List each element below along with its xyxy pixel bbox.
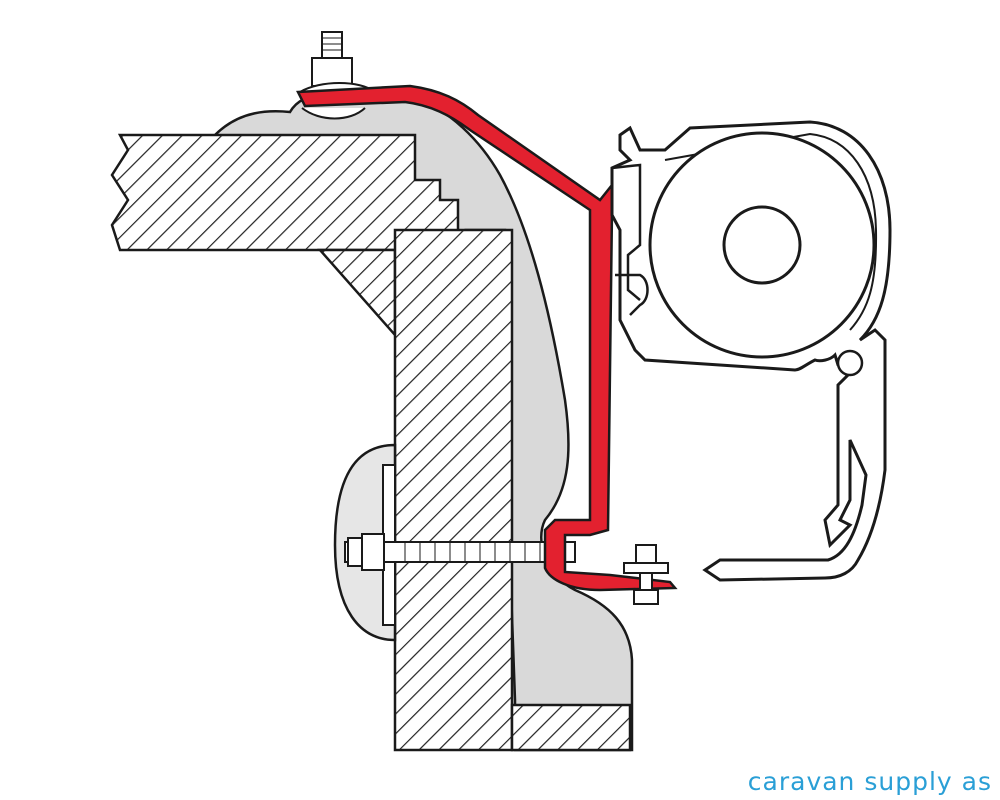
watermark-logo: caravan supply as [747, 767, 992, 796]
case-clip-lower [615, 273, 649, 316]
front-bar-knob [836, 349, 864, 377]
base-bolt [623, 544, 669, 605]
awning-case-inner [664, 132, 878, 331]
roof-brace [317, 248, 397, 339]
wall-panel [393, 228, 514, 752]
wall-bolt [344, 533, 576, 571]
adapter-bracket [296, 84, 678, 592]
case-clip-upper [611, 163, 642, 301]
roller-axle [722, 205, 802, 285]
floor-panel [510, 703, 632, 752]
